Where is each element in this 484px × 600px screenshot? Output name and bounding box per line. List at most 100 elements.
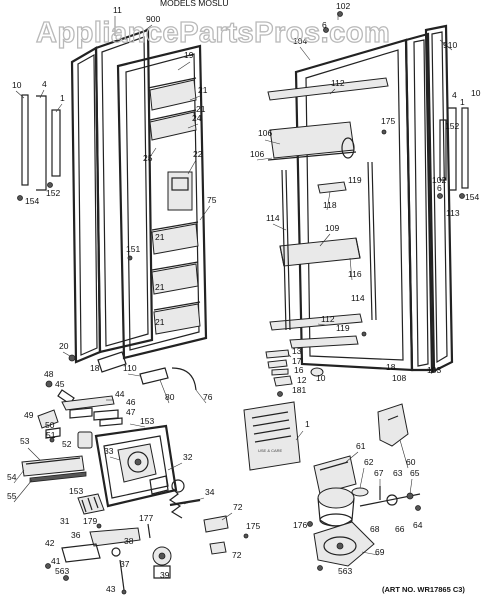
part-label-103: 103 bbox=[427, 365, 441, 375]
part-label-110: 110 bbox=[123, 363, 137, 373]
part-label-21-e: 21 bbox=[155, 317, 165, 327]
watermark-text: AppliancePartsPros.com bbox=[36, 17, 390, 49]
part-label-62: 62 bbox=[364, 457, 374, 467]
part-label-179: 179 bbox=[83, 516, 97, 526]
part-label-10-bottom: 10 bbox=[316, 373, 326, 383]
part-label-43: 43 bbox=[106, 584, 116, 594]
part-label-67: 67 bbox=[374, 468, 384, 478]
part-label-175-right: 175 bbox=[381, 116, 395, 126]
part-label-11: 11 bbox=[113, 5, 122, 15]
part-label-910: 910 bbox=[443, 40, 457, 50]
part-label-21-d: 21 bbox=[155, 282, 165, 292]
part-label-119-upper: 119 bbox=[348, 175, 362, 185]
part-label-108: 108 bbox=[392, 373, 406, 383]
dispenser-switches bbox=[203, 515, 249, 555]
fresh-food-screws bbox=[323, 11, 465, 337]
part-label-1-right: 1 bbox=[460, 97, 465, 107]
part-label-19: 19 bbox=[184, 50, 194, 60]
ice-chute-grille bbox=[77, 493, 105, 515]
dispenser-small-parts bbox=[37, 380, 123, 449]
part-label-65: 65 bbox=[410, 468, 420, 478]
part-label-152-right: 152 bbox=[445, 121, 459, 131]
part-label-154-left: 154 bbox=[25, 196, 39, 206]
part-label-53: 53 bbox=[20, 436, 30, 446]
freezer-door-liner bbox=[116, 44, 208, 360]
part-label-46: 46 bbox=[126, 397, 136, 407]
part-label-31: 31 bbox=[60, 516, 70, 526]
part-label-113: 113 bbox=[446, 208, 460, 218]
part-label-16: 16 bbox=[294, 365, 304, 375]
part-label-44: 44 bbox=[115, 389, 125, 399]
ice-maker-shaft-parts bbox=[359, 486, 421, 511]
part-label-152-left: 152 bbox=[46, 188, 60, 198]
part-label-12: 12 bbox=[297, 375, 307, 385]
part-label-4-left: 4 bbox=[42, 79, 47, 89]
part-label-13: 13 bbox=[292, 346, 302, 356]
part-label-1-left: 1 bbox=[60, 93, 65, 103]
part-label-32: 32 bbox=[183, 452, 193, 462]
part-label-80: 80 bbox=[165, 392, 175, 402]
part-label-21-b: 21 bbox=[196, 104, 206, 114]
part-label-41: 41 bbox=[51, 556, 61, 566]
part-label-24: 24 bbox=[192, 113, 202, 123]
part-label-18-left: 18 bbox=[90, 363, 100, 373]
part-label-900: 900 bbox=[146, 14, 160, 24]
leader-lines bbox=[13, 12, 453, 556]
fresh-food-rails bbox=[281, 161, 377, 331]
part-label-104: 104 bbox=[293, 36, 307, 46]
art-number-text: (ART NO. WR17865 C3) bbox=[382, 585, 465, 594]
part-label-176: 176 bbox=[293, 520, 307, 530]
part-label-75: 75 bbox=[207, 195, 217, 205]
part-label-38: 38 bbox=[124, 536, 134, 546]
part-label-106-b: 106 bbox=[250, 149, 264, 159]
ice-bucket bbox=[313, 455, 357, 495]
part-label-48: 48 bbox=[44, 369, 54, 379]
part-label-563-right: 563 bbox=[338, 566, 352, 576]
part-label-116: 116 bbox=[348, 269, 362, 279]
part-label-76: 76 bbox=[203, 392, 213, 402]
part-label-49: 49 bbox=[24, 410, 34, 420]
drip-tray bbox=[21, 455, 87, 483]
part-label-20: 20 bbox=[59, 341, 69, 351]
fresh-food-door-gasket bbox=[424, 24, 454, 374]
part-label-177: 177 bbox=[139, 513, 153, 523]
auger-motor-assembly bbox=[317, 487, 369, 527]
part-label-50: 50 bbox=[45, 420, 55, 430]
part-label-118: 118 bbox=[323, 200, 337, 210]
part-label-55: 55 bbox=[7, 491, 17, 501]
part-label-69: 69 bbox=[375, 547, 385, 557]
ice-maker-bracket bbox=[377, 403, 409, 447]
part-label-45: 45 bbox=[55, 379, 65, 389]
part-label-112-bottom: 112 bbox=[321, 314, 335, 324]
part-label-181: 181 bbox=[292, 385, 306, 395]
part-label-119-lower: 119 bbox=[336, 323, 350, 333]
part-label-61: 61 bbox=[356, 441, 366, 451]
part-label-6-top-right: 6 bbox=[322, 20, 327, 30]
part-label-175-lower: 175 bbox=[246, 521, 260, 531]
fresh-food-hinge-parts bbox=[265, 349, 324, 397]
part-label-52: 52 bbox=[62, 439, 72, 449]
part-label-72-lower: 72 bbox=[232, 550, 242, 560]
dispenser-motor bbox=[152, 546, 172, 579]
part-label-106-a: 106 bbox=[258, 128, 272, 138]
part-label-4-right: 4 bbox=[452, 90, 457, 100]
part-label-10-right: 10 bbox=[471, 88, 481, 98]
part-label-72-upper: 72 bbox=[233, 502, 243, 512]
part-label-114-b: 114 bbox=[351, 293, 365, 303]
header-text: MODELS MOSLU bbox=[160, 0, 229, 8]
freezer-bottom-trim bbox=[68, 351, 197, 391]
part-label-6-right: 6 bbox=[437, 183, 442, 193]
fresh-food-handle-right bbox=[439, 107, 469, 191]
part-label-1-book: 1 bbox=[305, 419, 310, 429]
part-label-42: 42 bbox=[45, 538, 55, 548]
part-label-151: 151 bbox=[126, 244, 140, 254]
fresh-food-shelves bbox=[267, 77, 389, 349]
freezer-door-handle-left bbox=[21, 94, 61, 191]
book-cover-text: USE & CARE bbox=[258, 448, 283, 453]
part-label-17: 17 bbox=[292, 356, 302, 366]
part-label-37: 37 bbox=[120, 559, 130, 569]
ice-maker-base bbox=[307, 521, 375, 571]
part-label-66: 66 bbox=[395, 524, 405, 534]
part-label-153-upper: 153 bbox=[140, 416, 154, 426]
